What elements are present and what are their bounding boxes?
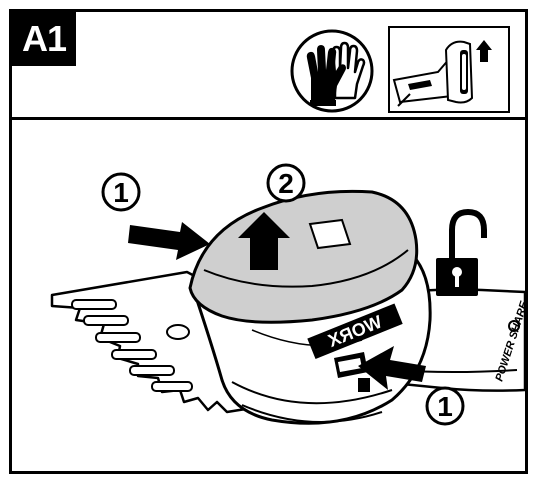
- unlocked-padlock-icon: [436, 208, 487, 296]
- callout-1-right: 1: [425, 386, 465, 426]
- callout-1-left: 1: [101, 172, 141, 212]
- battery-release-detail-icon: [388, 26, 510, 113]
- step-label: A1: [12, 12, 76, 66]
- instruction-header: A1: [12, 12, 525, 120]
- hedge-trimmer-illustration: POWER SHARE WORX: [50, 163, 525, 426]
- svg-text:1: 1: [113, 177, 129, 208]
- push-arrow-left: [128, 222, 210, 260]
- instruction-panel: A1 POWER SH: [9, 9, 528, 474]
- callout-2: 2: [266, 163, 306, 203]
- svg-text:2: 2: [278, 168, 294, 199]
- protective-gloves-icon: [290, 29, 374, 113]
- svg-text:1: 1: [437, 391, 453, 422]
- lift-arrow-up: [238, 212, 290, 270]
- push-arrow-right: [358, 346, 426, 390]
